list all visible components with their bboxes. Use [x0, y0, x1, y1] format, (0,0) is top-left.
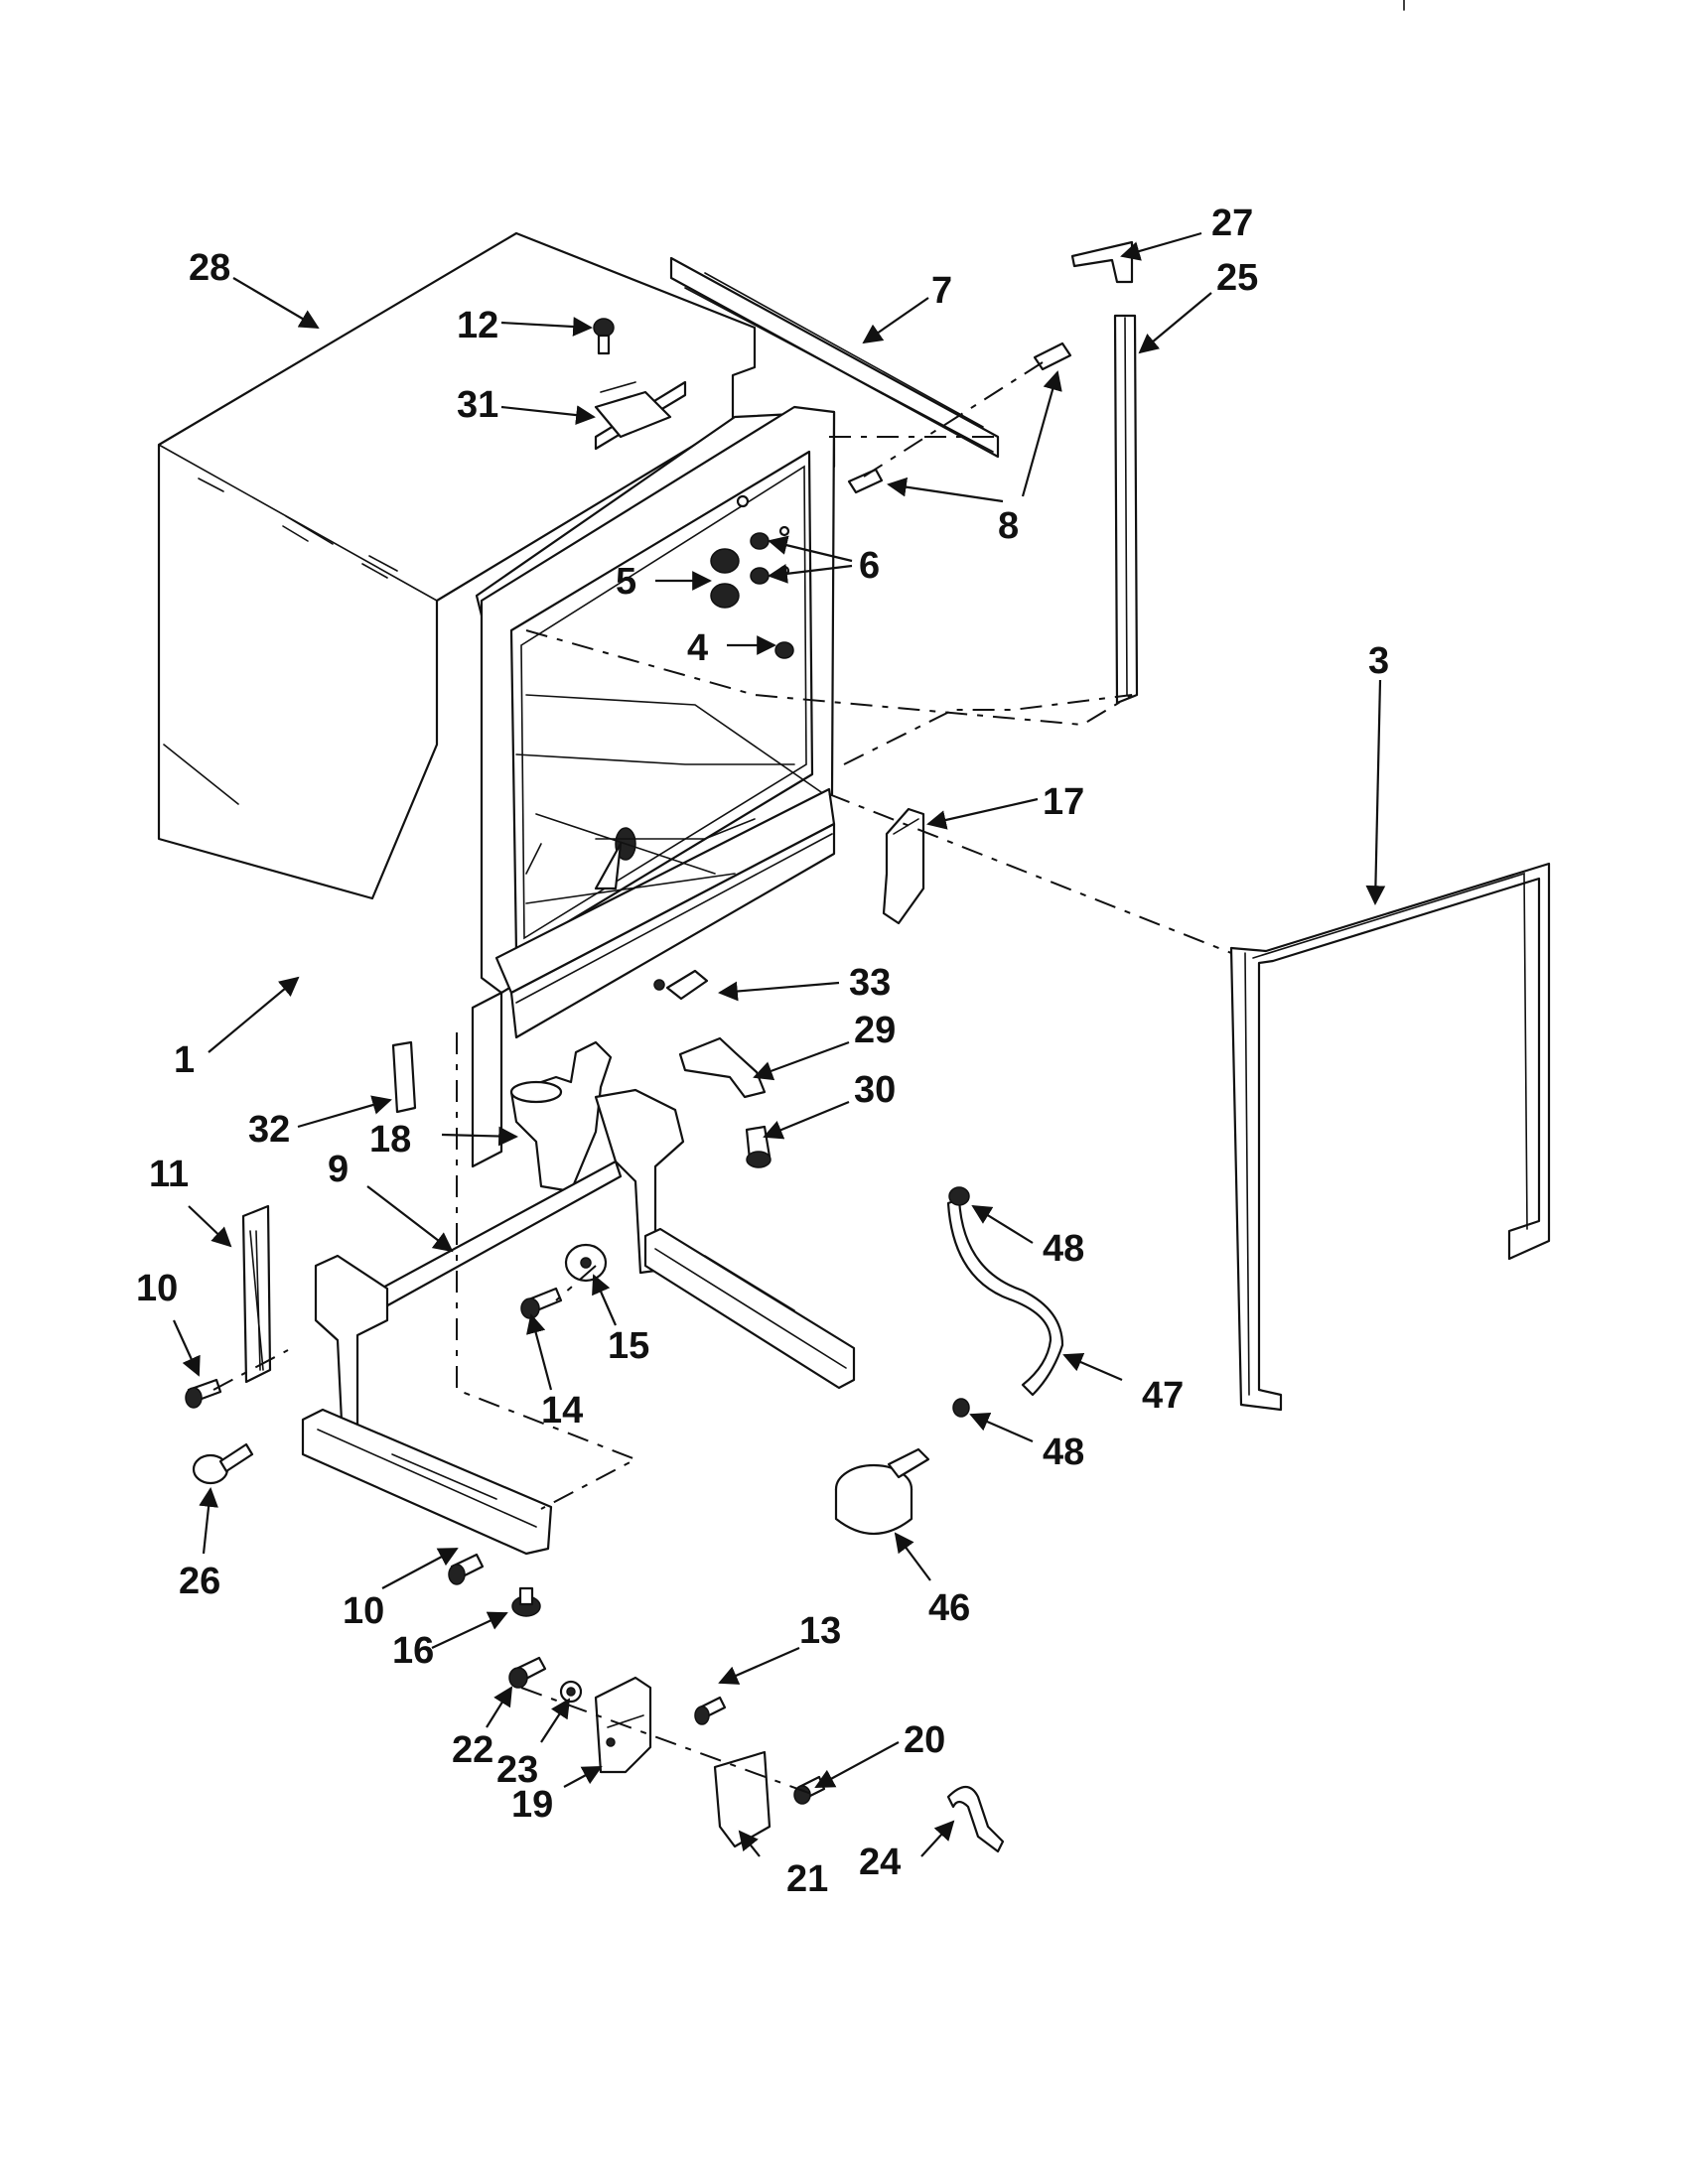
callout-6: 6 [859, 545, 880, 587]
callout-24: 24 [859, 1842, 901, 1883]
callout-23: 23 [496, 1749, 538, 1791]
callout-15: 15 [608, 1325, 649, 1367]
part-16-foot [511, 1586, 541, 1617]
part-28-insulation-blanket [157, 231, 757, 900]
callout-28: 28 [189, 247, 230, 289]
callout-33: 33 [849, 962, 891, 1004]
callout-1: 1 [174, 1039, 195, 1081]
callout-27: 27 [1211, 203, 1253, 244]
callout-19: 19 [511, 1784, 553, 1826]
callout-18: 18 [369, 1119, 411, 1160]
callout-31: 31 [457, 384, 498, 426]
part-29-30-bracket [678, 1036, 772, 1168]
callout-4: 4 [687, 627, 708, 669]
callout-3: 3 [1368, 640, 1389, 682]
callout-29: 29 [854, 1010, 896, 1051]
callout-13: 13 [799, 1610, 841, 1652]
part-27-25-side-trim [1070, 240, 1139, 705]
callout-5: 5 [616, 561, 636, 603]
callout-32: 32 [248, 1109, 290, 1151]
part-19-23-hinge-hardware [508, 1656, 826, 1848]
callout-25: 25 [1216, 257, 1258, 299]
callout-48-lower: 48 [1043, 1432, 1084, 1473]
callout-10-upper: 10 [136, 1268, 178, 1309]
part-14-15-fastener-washer [520, 1243, 608, 1319]
callout-48-upper: 48 [1043, 1228, 1084, 1270]
callout-7: 7 [931, 270, 952, 312]
part-46-pressure-switch [834, 1447, 930, 1536]
callout-labels: 28 1 3 4 5 6 7 8 9 10 10 11 12 13 14 15 … [136, 203, 1389, 1900]
callout-20: 20 [904, 1719, 945, 1761]
callout-22: 22 [452, 1729, 493, 1771]
leader-arrows [172, 231, 1386, 1857]
callout-16: 16 [392, 1630, 434, 1672]
part-18-clip [509, 1040, 613, 1193]
callout-30: 30 [854, 1069, 896, 1111]
part-11-leveling-bracket [241, 1204, 272, 1384]
part-9-base-frame [301, 1088, 856, 1556]
relation-lines [212, 361, 1232, 1796]
callout-21: 21 [786, 1858, 828, 1900]
part-10-screws [185, 1378, 485, 1585]
part-47-hose [946, 1197, 1064, 1397]
part-48-clamps [948, 1186, 970, 1418]
callout-46: 46 [928, 1587, 970, 1629]
callout-17: 17 [1043, 781, 1084, 823]
part-1-tub-frame [471, 380, 836, 1168]
callout-47: 47 [1142, 1375, 1184, 1417]
part-7-top-rail [669, 256, 1000, 459]
callout-11: 11 [149, 1154, 189, 1195]
part-26-leveling-leg [192, 1442, 254, 1485]
callout-8: 8 [998, 505, 1019, 547]
callout-14: 14 [541, 1390, 583, 1432]
callout-26: 26 [179, 1561, 220, 1602]
part-17-clip [882, 807, 925, 925]
callout-12: 12 [457, 305, 498, 346]
part-24-wire [946, 1785, 1005, 1853]
part-33-screw [653, 969, 709, 1001]
callout-9: 9 [328, 1149, 349, 1190]
part-3-door-gasket [1229, 862, 1551, 1412]
part-32-strip [391, 1040, 417, 1114]
part-12-31-bracket [593, 318, 672, 439]
callout-10-lower: 10 [343, 1590, 384, 1632]
